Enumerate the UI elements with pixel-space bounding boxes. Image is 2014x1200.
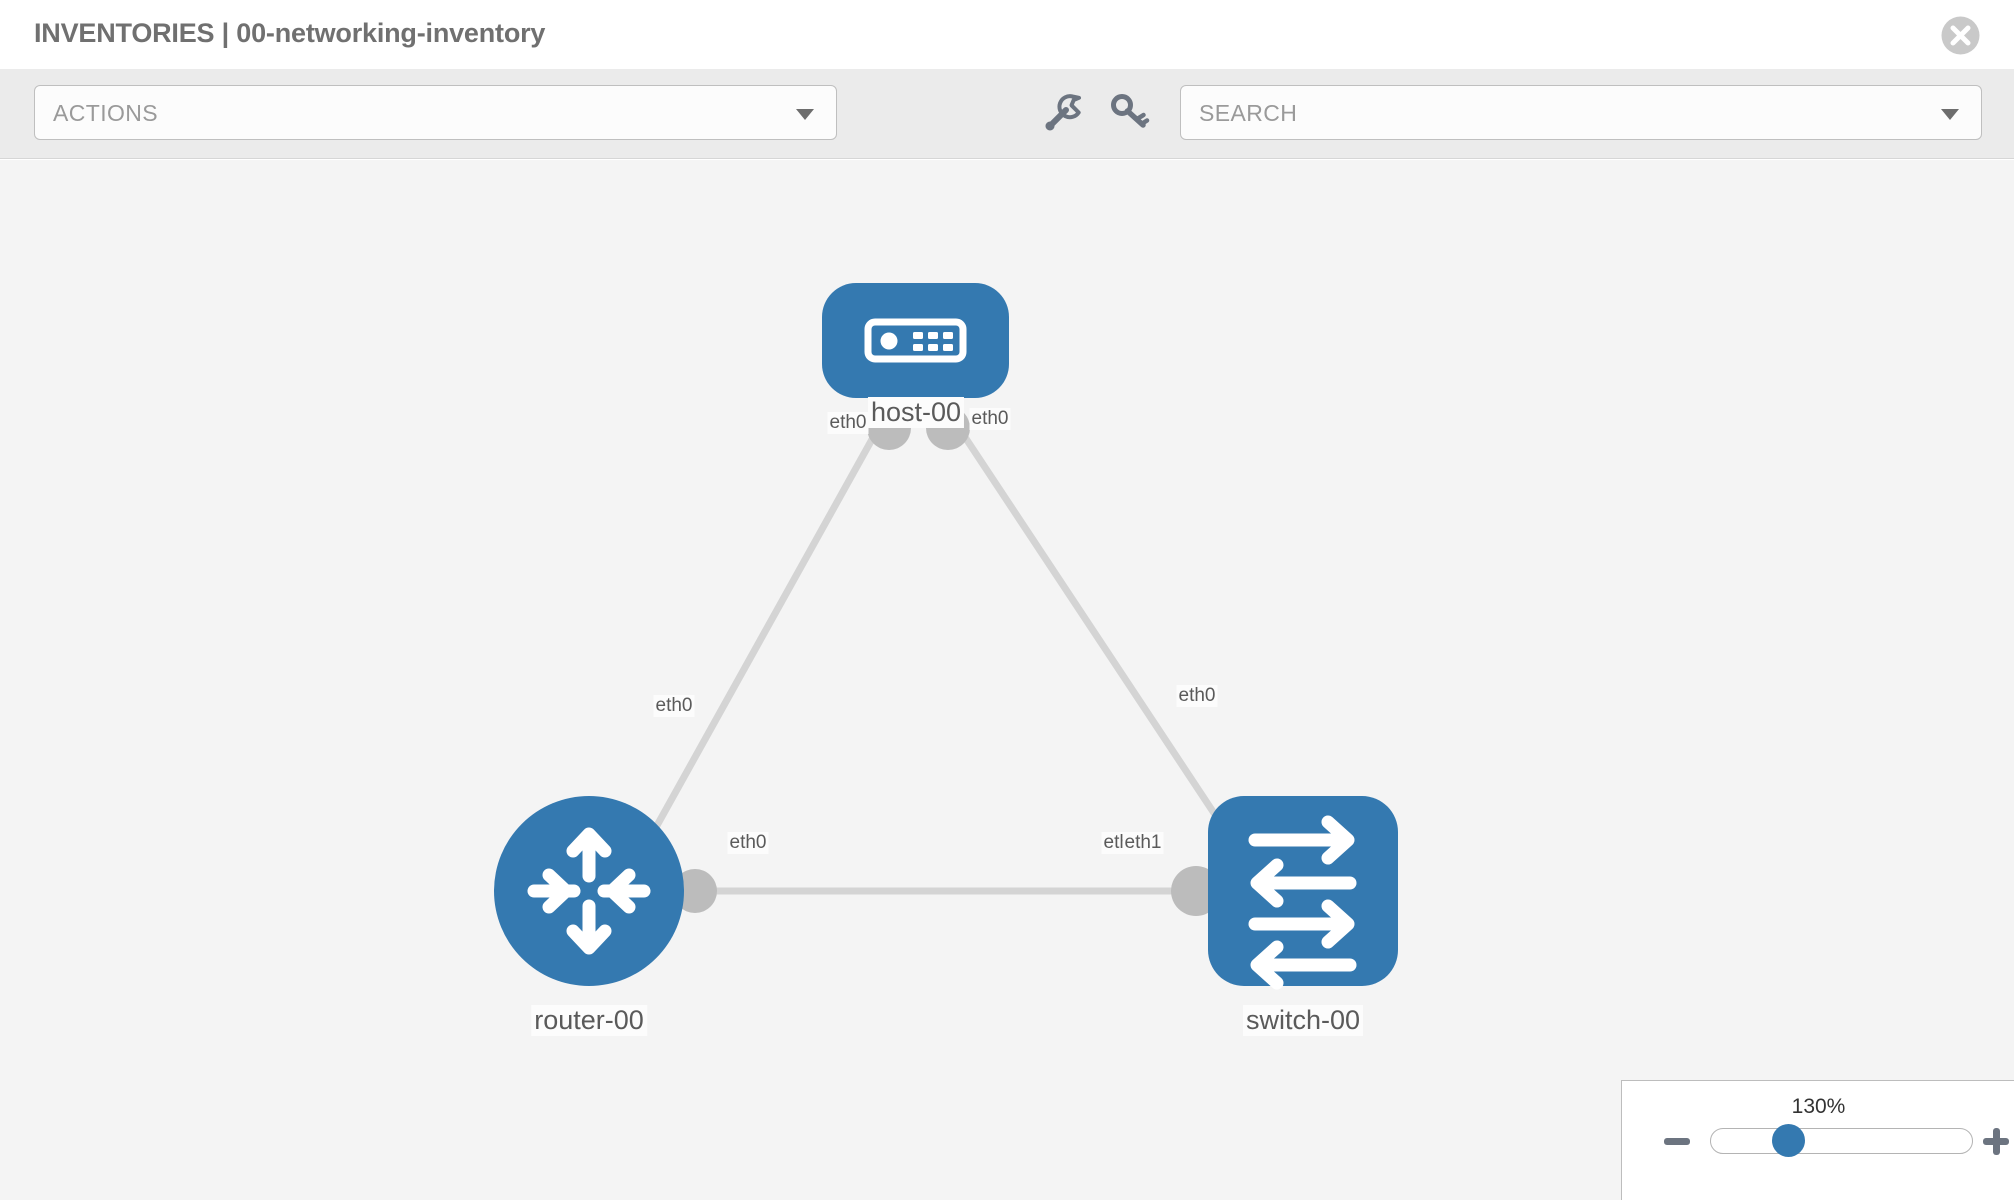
node-label-switch-00: switch-00 [1242, 1005, 1364, 1036]
link-host-switch[interactable] [952, 420, 1248, 862]
zoom-slider-track[interactable] [1710, 1128, 1973, 1154]
zoom-out-button[interactable] [1664, 1138, 1690, 1145]
link-host-router[interactable] [631, 423, 884, 867]
toolbar: ACTIONS SEARCH [0, 69, 2014, 159]
zoom-level-value: 130% [1791, 1095, 1846, 1118]
close-icon[interactable] [1938, 13, 1983, 58]
zoom-control-panel: 130% [1621, 1080, 2014, 1200]
zoom-slider-thumb[interactable] [1772, 1124, 1805, 1157]
topology-canvas[interactable]: host-00 router-00 switch-00 eth0 eth0 et… [0, 160, 2014, 1200]
iface-label-switch-uplink: eth0 [1176, 685, 1218, 707]
node-label-router-00: router-00 [531, 1005, 647, 1036]
chevron-down-icon [1941, 109, 1959, 120]
topology-links [631, 420, 1248, 895]
iface-label-host-right: eth0 [969, 408, 1011, 430]
actions-label: ACTIONS [53, 100, 159, 126]
page-title: INVENTORIES | 00-networking-inventory [34, 18, 546, 48]
connector-router-right[interactable] [673, 869, 717, 913]
topology-graph [494, 283, 1398, 990]
iface-label-router-eth0: eth0 [727, 832, 769, 854]
iface-label-switch-eth1: eth1 [1122, 832, 1164, 854]
iface-label-host-left: eth0 [827, 412, 869, 434]
node-label-host-00: host-00 [867, 397, 965, 428]
node-switch-00[interactable] [1208, 796, 1398, 990]
iface-label-router-uplink: eth0 [653, 695, 695, 717]
search-placeholder: SEARCH [1199, 100, 1298, 126]
page-header: INVENTORIES | 00-networking-inventory [0, 0, 2014, 69]
node-router-00[interactable] [494, 796, 684, 986]
actions-dropdown[interactable]: ACTIONS [34, 85, 837, 140]
wrench-icon[interactable] [1040, 89, 1086, 135]
zoom-in-button-stem[interactable] [1993, 1128, 2000, 1155]
node-host-00[interactable] [822, 283, 1009, 398]
key-icon[interactable] [1107, 89, 1153, 135]
chevron-down-icon [796, 109, 814, 120]
search-input[interactable]: SEARCH [1180, 85, 1982, 140]
